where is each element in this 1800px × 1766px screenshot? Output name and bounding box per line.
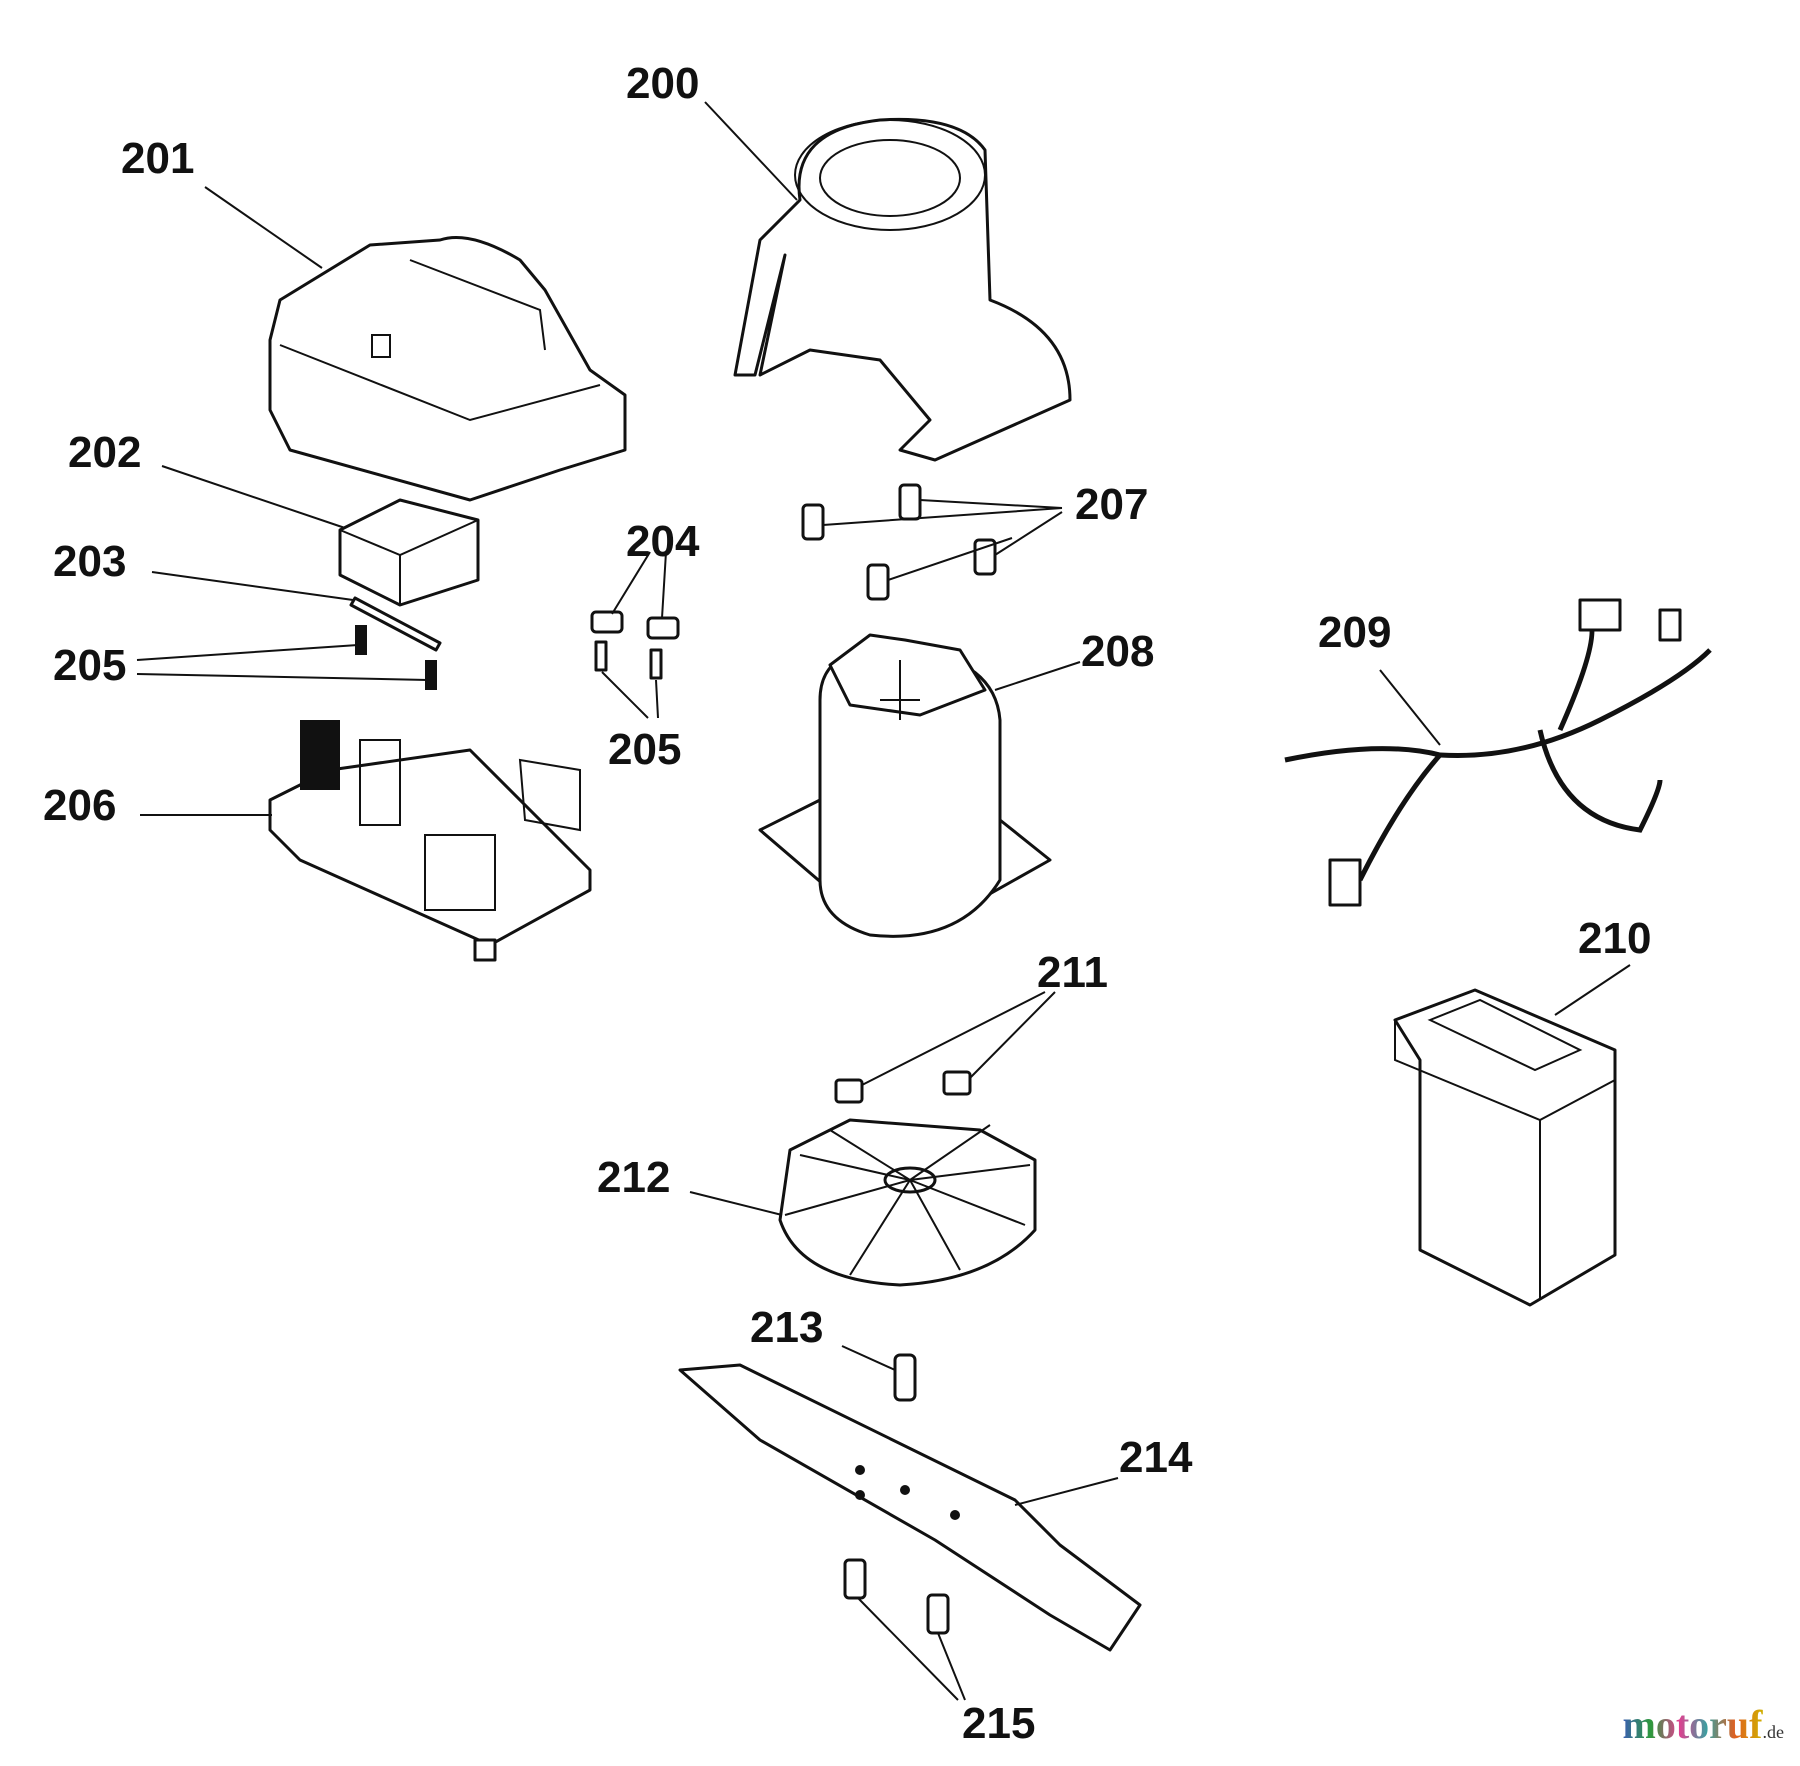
label-214: 214: [1119, 1433, 1193, 1482]
label-210: 210: [1578, 914, 1651, 963]
part-213-bolt: [893, 1353, 917, 1402]
part-211-nuts: [834, 1070, 972, 1104]
label-206: 206: [43, 781, 116, 830]
label-209: 209: [1318, 608, 1391, 657]
part-202-module: [338, 498, 480, 607]
part-209-wire-harness: [1284, 598, 1712, 907]
watermark-tld: .de: [1762, 1722, 1785, 1742]
label-215: 215: [962, 1699, 1035, 1748]
part-206-circuit-board: [268, 720, 592, 962]
watermark-logo: motoruf.de: [1623, 1701, 1784, 1748]
part-205-screws-left: [355, 625, 437, 690]
label-204: 204: [626, 517, 700, 566]
part-201-cover: [268, 236, 627, 502]
label-201: 201: [121, 134, 194, 183]
label-200: 200: [626, 59, 699, 108]
part-214-blade: [678, 1363, 1142, 1652]
part-207-screws: [801, 483, 997, 601]
part-200-housing: [733, 117, 1072, 462]
label-205-middle: 205: [608, 725, 681, 774]
part-210-battery: [1393, 988, 1617, 1307]
label-203: 203: [53, 537, 126, 586]
label-212: 212: [597, 1153, 670, 1202]
part-215-bolts: [843, 1558, 950, 1635]
label-205-left: 205: [53, 641, 126, 690]
part-204-clips: [590, 610, 680, 640]
label-213: 213: [750, 1303, 823, 1352]
label-208: 208: [1081, 627, 1154, 676]
label-211: 211: [1037, 948, 1108, 997]
label-207: 207: [1075, 480, 1148, 529]
label-202: 202: [68, 428, 141, 477]
part-212-fan: [778, 1118, 1037, 1287]
leader-lines: [136, 101, 1631, 1701]
part-203-rod: [349, 596, 442, 652]
part-205-screws-middle: [594, 640, 663, 680]
part-208-motor: [758, 633, 1052, 938]
watermark-brand: motoruf: [1622, 1702, 1763, 1747]
